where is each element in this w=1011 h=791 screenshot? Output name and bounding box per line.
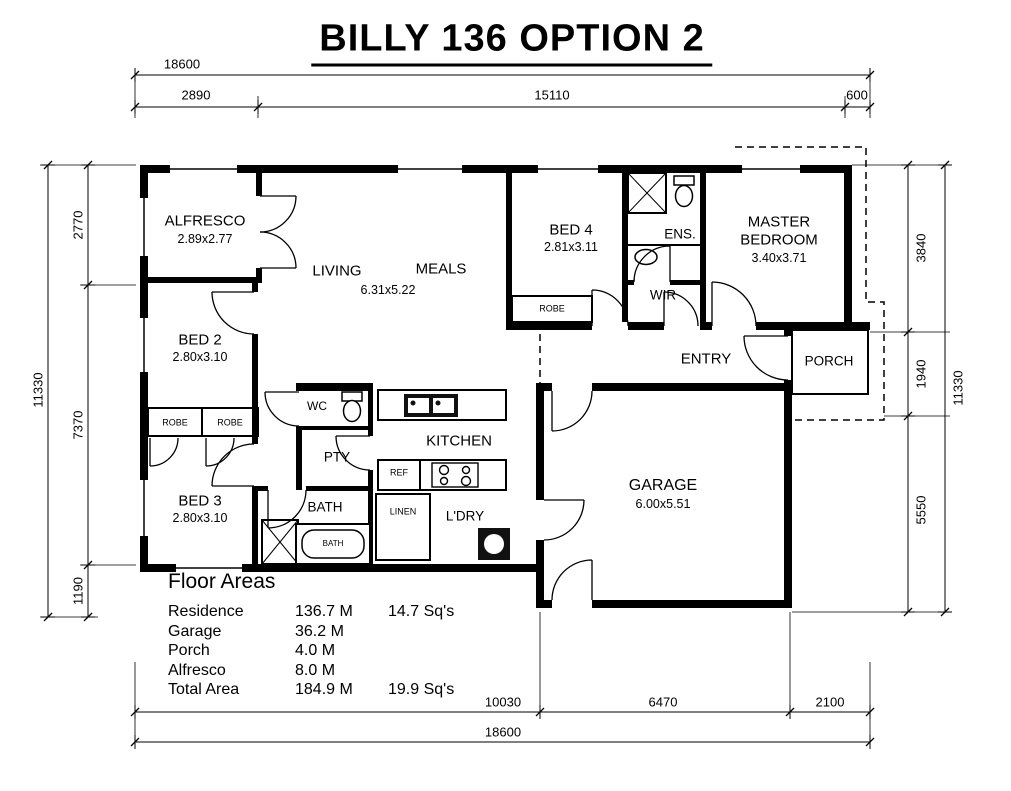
room-entry: ENTRY bbox=[680, 350, 732, 368]
door-swings bbox=[149, 195, 789, 601]
page-title: BILLY 136 OPTION 2 bbox=[311, 18, 713, 67]
laundry-tub bbox=[478, 528, 510, 560]
floor-areas-row: Garage 36.2 M bbox=[168, 622, 498, 642]
room-master-size: 3.40x3.71 bbox=[751, 250, 807, 265]
room-bed4-size: 2.81x3.11 bbox=[544, 239, 598, 254]
fa-area: 136.7 M bbox=[295, 603, 353, 620]
floor-areas-row: Total Area 184.9 M 19.9 Sq's bbox=[168, 680, 498, 700]
room-wc: WC bbox=[307, 399, 327, 413]
kitchen-rear-bench bbox=[377, 459, 507, 491]
linen-label: LINEN bbox=[389, 506, 417, 517]
fixtures bbox=[261, 172, 700, 565]
floor-areas-row: Residence 136.7 M 14.7 Sq's bbox=[168, 602, 498, 622]
room-ens: ENS. bbox=[664, 226, 696, 242]
room-ldry: L'DRY bbox=[445, 508, 485, 524]
room-living-meals-size: 6.31x5.22 bbox=[360, 282, 416, 297]
room-bed2: BED 2 bbox=[178, 331, 222, 349]
fixture-boxes bbox=[147, 295, 869, 561]
dim-top-seg1: 2890 bbox=[181, 87, 211, 103]
room-porch: PORCH bbox=[804, 353, 854, 369]
room-bed2-size: 2.80x3.10 bbox=[172, 349, 228, 364]
fa-label: Garage bbox=[168, 622, 222, 640]
floor-areas-row: Porch 4.0 M bbox=[168, 641, 498, 661]
fa-squares: 14.7 Sq's bbox=[388, 603, 455, 620]
dim-right-seg1: 3840 bbox=[913, 233, 929, 263]
fa-label: Total Area bbox=[168, 681, 240, 698]
dim-top-overall: 18600 bbox=[163, 56, 201, 72]
porch-slab bbox=[791, 329, 869, 395]
floor-areas-row: Alfresco 8.0 M bbox=[168, 661, 498, 681]
room-alfresco-size: 2.89x2.77 bbox=[177, 231, 233, 246]
fa-label: Porch bbox=[168, 642, 210, 659]
fa-area: 184.9 M bbox=[295, 681, 353, 698]
room-master-line1: MASTER bbox=[747, 213, 811, 231]
bathtub bbox=[295, 523, 371, 565]
room-alfresco: ALFRESCO bbox=[164, 212, 246, 230]
wc-toilet bbox=[341, 391, 363, 423]
ens-toilet bbox=[673, 175, 695, 208]
linen-box bbox=[375, 493, 431, 561]
floor-areas-heading: Floor Areas bbox=[168, 570, 276, 593]
fa-area: 8.0 M bbox=[295, 661, 336, 679]
fa-squares: 19.9 Sq's bbox=[388, 681, 455, 698]
dim-left-overall: 11330 bbox=[30, 372, 46, 408]
dim-left-seg1: 2770 bbox=[70, 210, 86, 240]
dim-left-seg2: 7370 bbox=[70, 410, 86, 440]
cooktop bbox=[431, 462, 479, 488]
dim-top-seg2: 15110 bbox=[534, 87, 570, 103]
dim-right-overall: 11330 bbox=[950, 370, 966, 406]
room-bed4: BED 4 bbox=[549, 221, 593, 239]
robe-label-bed4: ROBE bbox=[539, 303, 565, 314]
room-living: LIVING bbox=[312, 262, 362, 280]
dim-bottom-seg3: 2100 bbox=[815, 694, 845, 710]
fa-area: 4.0 M bbox=[295, 642, 336, 659]
window-lines bbox=[143, 168, 800, 569]
floor-areas-table: Floor Areas Residence 136.7 M 14.7 Sq's … bbox=[168, 570, 498, 700]
room-bath: BATH bbox=[307, 499, 343, 515]
room-bed3-size: 2.80x3.10 bbox=[172, 510, 228, 525]
room-kitchen: KITCHEN bbox=[426, 432, 492, 450]
dim-right-seg3: 5550 bbox=[913, 495, 929, 525]
walls bbox=[140, 165, 870, 608]
robe-label-1: ROBE bbox=[162, 417, 188, 428]
ens-vanity bbox=[622, 244, 700, 266]
ens-shower bbox=[627, 172, 667, 214]
room-meals: MEALS bbox=[415, 260, 467, 278]
dim-bottom-overall: 18600 bbox=[484, 724, 522, 740]
dimension-lines bbox=[40, 68, 952, 749]
room-wir: WIR bbox=[649, 287, 677, 303]
dim-right-seg2: 1940 bbox=[913, 359, 929, 389]
dim-bottom-seg2: 6470 bbox=[648, 694, 678, 710]
dashed-rooflines bbox=[539, 146, 885, 421]
dim-bottom-seg1: 10030 bbox=[484, 694, 522, 710]
room-pty: PTY bbox=[323, 449, 351, 465]
bathtub-label: BATH bbox=[322, 539, 344, 548]
extension-lines bbox=[40, 68, 952, 749]
room-master-line2: BEDROOM bbox=[740, 231, 818, 249]
room-garage-size: 6.00x5.51 bbox=[635, 496, 691, 511]
room-garage: GARAGE bbox=[628, 477, 698, 494]
fa-label: Residence bbox=[168, 603, 244, 620]
room-bed3: BED 3 bbox=[178, 492, 222, 510]
dim-top-seg3: 600 bbox=[846, 87, 868, 103]
fa-area: 36.2 M bbox=[295, 622, 344, 640]
dim-left-seg3: 1190 bbox=[70, 577, 86, 605]
fa-label: Alfresco bbox=[168, 661, 226, 679]
robe-label-2: ROBE bbox=[217, 417, 243, 428]
ref-label: REF bbox=[390, 467, 408, 478]
